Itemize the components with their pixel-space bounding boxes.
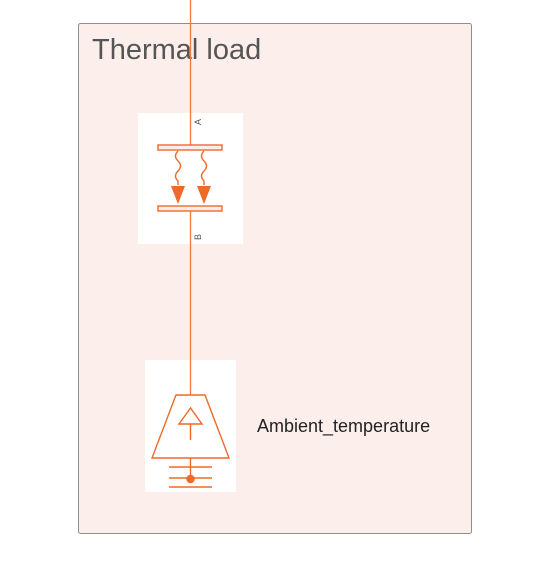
group-frame: [78, 23, 472, 534]
port-b-label: B: [193, 234, 203, 240]
port-a-label: A: [193, 119, 203, 125]
ambient-source-label: Ambient_temperature: [257, 416, 430, 437]
ambient-source-component[interactable]: Ambient_temperature: [150, 394, 430, 488]
temperature-source-icon: [150, 394, 231, 488]
thermal-conductor-icon: [157, 144, 223, 212]
thermal-resistor-component[interactable]: A B: [157, 119, 223, 240]
thermal-load-group[interactable]: Thermal load: [78, 23, 472, 534]
group-title: Thermal load: [92, 34, 261, 66]
